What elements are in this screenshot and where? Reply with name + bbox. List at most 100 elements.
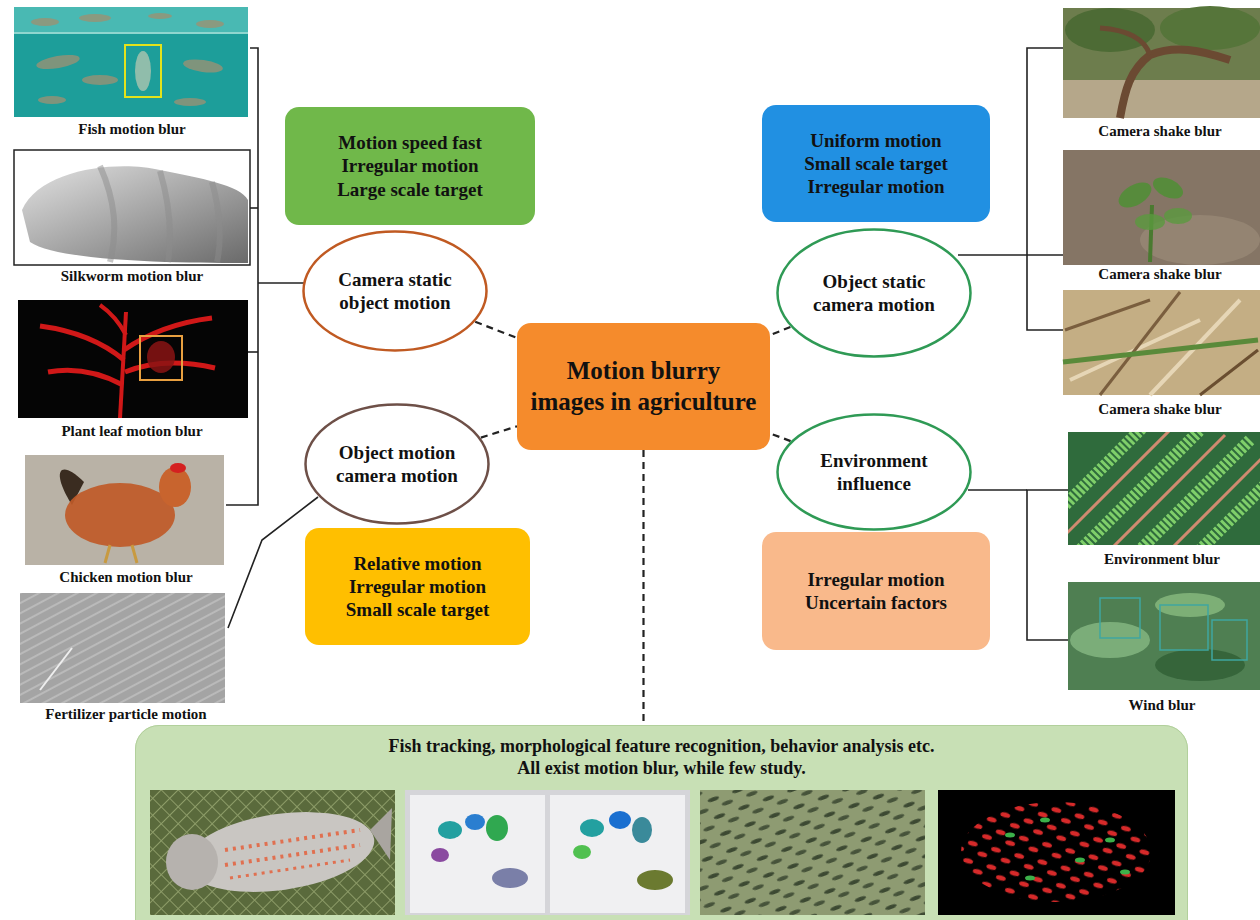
detection-box	[1100, 598, 1140, 638]
body-segment	[212, 182, 220, 262]
fish-tail	[370, 808, 392, 860]
text-group: Motion blurry images in agriculture	[529, 356, 758, 417]
body-segment	[160, 171, 170, 262]
node-text: Irregular motion	[807, 568, 944, 591]
image-caption: Environment blur	[1066, 551, 1258, 568]
fish	[82, 75, 118, 85]
category-ellipse: Camera static object motion	[302, 230, 488, 352]
ellipse-outline	[304, 232, 487, 351]
detection-cluster	[961, 802, 1151, 902]
detection-box	[1160, 605, 1208, 650]
green-dot	[1005, 833, 1015, 838]
bracket-line	[1027, 48, 1063, 330]
ellipse-outline	[302, 230, 488, 352]
fertilizer-photo	[20, 593, 225, 703]
fish-spots	[230, 860, 350, 878]
fish-head	[166, 834, 218, 890]
node-text: Uniform motion	[810, 129, 941, 152]
text-group: Relative motionIrregular motionSmall sca…	[346, 552, 490, 622]
text-group: Object motion camera motion	[328, 441, 466, 487]
image-caption: Camera shake blur	[1062, 401, 1258, 418]
feature-box: Irregular motionUncertain factors	[762, 532, 990, 650]
text-group: Irregular motionUncertain factors	[805, 568, 947, 614]
grass-stem	[1100, 292, 1180, 395]
text-group: Object static camera motion	[802, 270, 947, 316]
dashed-connector	[475, 322, 517, 338]
fish	[38, 96, 66, 104]
segment	[609, 811, 631, 829]
wind-photo	[1068, 582, 1260, 690]
band-fill	[135, 725, 1188, 920]
green-dot	[1075, 858, 1085, 863]
crop-rows-photo	[1030, 420, 1260, 600]
photo-ground	[1068, 582, 1260, 690]
ellipse-outline	[776, 228, 972, 358]
detection-dots-photo	[938, 790, 1175, 915]
dry-grass-photo	[1063, 290, 1260, 395]
node-text: Environment influence	[802, 449, 947, 495]
bracket-line	[248, 351, 258, 353]
image-caption: Plant leaf motion blur	[14, 423, 250, 440]
photo-frame	[14, 150, 250, 265]
photo-ground	[25, 455, 224, 565]
bracket-line	[1027, 490, 1068, 640]
photo-ground	[14, 7, 248, 117]
bracket-line	[958, 254, 1063, 256]
node-text: Uncertain factors	[805, 591, 947, 614]
green-dot	[1120, 870, 1130, 875]
dashed-connector	[770, 433, 791, 441]
photo-ground	[20, 593, 225, 703]
body-segment	[100, 166, 114, 262]
image-caption: Fish motion blur	[14, 121, 250, 138]
highlight-box	[125, 45, 161, 97]
node-text: Large scale target	[337, 178, 483, 201]
segment	[637, 870, 673, 890]
bracket-line	[250, 207, 258, 209]
green-dot	[1040, 818, 1050, 823]
seedling-leaf	[1150, 173, 1187, 203]
fish	[31, 18, 59, 26]
crop-row	[1070, 432, 1200, 545]
fish	[148, 13, 172, 19]
node-text: Irregular motion	[341, 154, 478, 177]
image-panel	[410, 795, 545, 913]
ellipse-outline	[778, 230, 971, 357]
chicken-leg	[132, 545, 137, 563]
foliage	[1160, 6, 1260, 50]
segment	[486, 815, 508, 841]
chicken-photo	[25, 455, 224, 565]
grass-stem	[1200, 350, 1258, 395]
segment	[492, 868, 528, 888]
fish-on-net-photo	[150, 790, 395, 915]
fish	[182, 57, 223, 74]
row-gap	[1130, 450, 1260, 545]
photo-ground	[700, 790, 925, 915]
category-ellipse: Object static camera motion	[776, 228, 972, 358]
central-box: Motion blurry images in agriculture	[517, 323, 770, 450]
image-panel	[550, 795, 685, 913]
seedling-leaf	[1164, 208, 1192, 224]
fish	[196, 20, 224, 28]
node-text: Object static camera motion	[802, 270, 947, 316]
row-gap	[1090, 435, 1225, 545]
green-dot	[1025, 876, 1035, 881]
node-text: Motion blurry images in agriculture	[529, 356, 758, 417]
fish-spots	[225, 845, 360, 865]
plant-leaf	[100, 305, 126, 335]
segment	[573, 845, 591, 859]
dashed-connector	[481, 426, 517, 437]
node-text: Relative motion	[353, 552, 481, 575]
fish-school-photo	[700, 790, 925, 915]
grass-stem	[1065, 300, 1150, 330]
crop-row	[1150, 460, 1260, 545]
green-blade	[1063, 340, 1258, 362]
ground	[1063, 80, 1260, 118]
node-text: Small scale target	[346, 598, 490, 621]
tank-edge	[14, 32, 248, 34]
seedling-stem	[1150, 205, 1152, 262]
fish-photo	[14, 7, 248, 117]
segmentation-photo	[405, 790, 690, 915]
detection-box	[1212, 620, 1247, 660]
ellipse-outline	[776, 413, 972, 531]
